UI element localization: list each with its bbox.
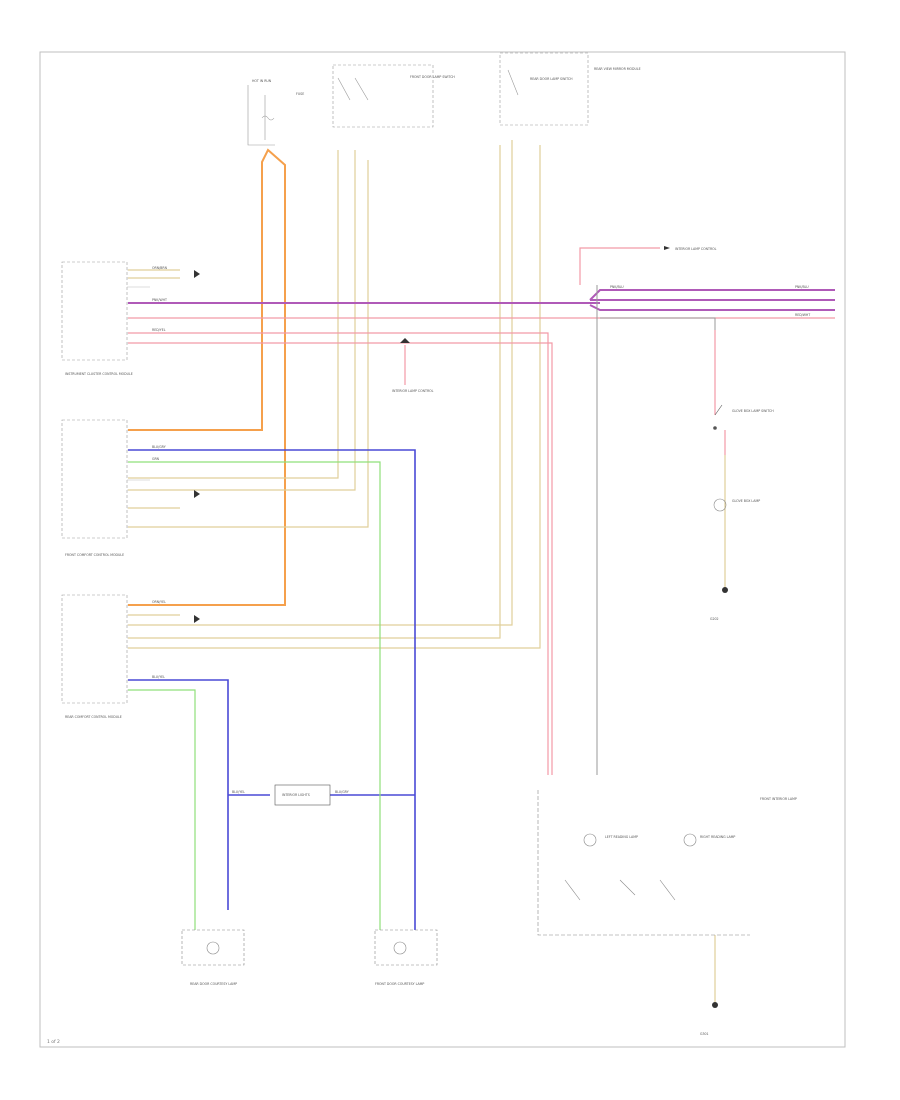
wire-pink <box>128 247 835 775</box>
front-interior-lamp-label: FRONT INTERIOR LAMP <box>760 797 797 801</box>
glove-box-lamp <box>713 498 727 512</box>
diagram-border <box>39 51 846 1048</box>
courtesy-lamp-mid <box>374 929 438 966</box>
lamp-left-label: LEFT READING LAMP <box>605 835 638 839</box>
front-interior-lamp <box>537 790 750 936</box>
interior-lamp-control-mid: INTERIOR LAMP CONTROL <box>392 389 434 393</box>
interior-lights-label: INTERIOR LIGHTS <box>282 793 310 797</box>
page-reference: 1 of 2 <box>47 1039 60 1045</box>
glove-box-lamp-label: GLOVE BOX LAMP <box>732 499 760 503</box>
rear-door-lamp-switch <box>499 52 589 126</box>
wire-green <box>128 461 381 930</box>
harness-connector <box>274 784 331 806</box>
courtesy-lamp-left <box>181 929 245 966</box>
wire-purple <box>128 289 835 311</box>
svg-text:ORN/BRN: ORN/BRN <box>152 266 168 270</box>
module-c-label: REAR COMFORT CONTROL MODULE <box>65 715 122 719</box>
wire-labels: ORN/BRN PNK/WHT RED/YEL BLU/GRY GRN ORN/… <box>152 266 810 794</box>
courtesy-lamp-left-label: REAR DOOR COURTESY LAMP <box>190 982 237 986</box>
svg-text:BLU/YEL: BLU/YEL <box>232 790 245 794</box>
rear-view-module-label: REAR VIEW MIRROR MODULE <box>594 67 641 71</box>
front-door-lamp-switch <box>332 64 434 128</box>
wire-orange <box>128 148 286 606</box>
svg-text:PNK/BLU: PNK/BLU <box>795 285 809 289</box>
module-b-label: FRONT COMFORT CONTROL MODULE <box>65 553 124 557</box>
svg-text:RED/YEL: RED/YEL <box>152 328 166 332</box>
ground-1-label: G202 <box>710 617 719 621</box>
hot-in-run-label: HOT IN RUN <box>252 79 272 83</box>
svg-text:BLU/GRY: BLU/GRY <box>335 790 349 794</box>
courtesy-lamp-mid-label: FRONT DOOR COURTESY LAMP <box>375 982 424 986</box>
interior-lamp-control-top: INTERIOR LAMP CONTROL <box>675 247 717 251</box>
svg-text:PNK/BLU: PNK/BLU <box>610 285 624 289</box>
svg-text:RED/WHT: RED/WHT <box>795 313 810 317</box>
ground-2-label: G301 <box>700 1032 709 1036</box>
module-a-label: INSTRUMENT CLUSTER CONTROL MODULE <box>65 372 133 376</box>
svg-text:BLU/YEL: BLU/YEL <box>152 675 165 679</box>
module-box-a <box>61 261 128 361</box>
fuse-label: FUSE <box>296 92 304 96</box>
svg-text:BLU/GRY: BLU/GRY <box>152 445 166 449</box>
module-box-c <box>61 594 128 704</box>
svg-text:PNK/WHT: PNK/WHT <box>152 298 167 302</box>
rear-door-lamp-switch-label: REAR DOOR LAMP SWITCH <box>530 77 573 81</box>
ref-arrows <box>194 246 670 623</box>
ground-symbol-2 <box>712 1002 718 1008</box>
top-fuse <box>247 85 275 146</box>
lamp-right-label: RIGHT READING LAMP <box>700 835 735 839</box>
wire-tan <box>128 140 726 1005</box>
ground-symbol-1 <box>722 587 728 593</box>
front-door-lamp-switch-label: FRONT DOOR LAMP SWITCH <box>410 75 455 79</box>
glove-box-switch-label: GLOVE BOX LAMP SWITCH <box>732 409 774 413</box>
wire-grey <box>596 285 716 775</box>
svg-text:GRN: GRN <box>152 457 160 461</box>
wire-blue <box>128 449 416 930</box>
svg-text:ORN/YEL: ORN/YEL <box>152 600 166 604</box>
glove-box-switch <box>713 404 723 430</box>
module-box-b <box>61 419 128 539</box>
